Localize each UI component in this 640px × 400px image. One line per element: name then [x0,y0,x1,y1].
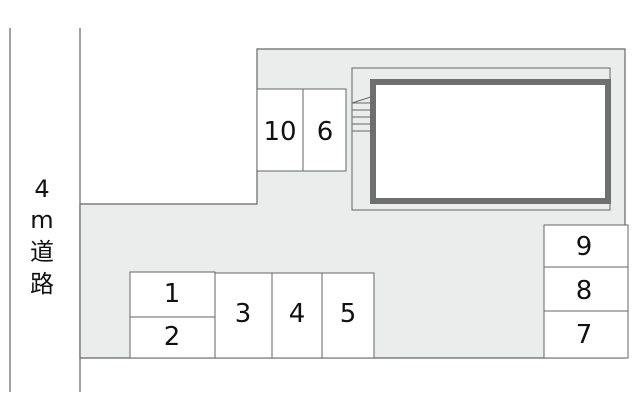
space-label-4: 4 [289,299,306,329]
road-label-2: m [30,206,53,234]
parking-space-7 [543,310,629,359]
space-label-7: 7 [576,320,593,350]
road-label-3: 道 [30,238,54,266]
stairs [351,95,375,132]
building [370,79,611,204]
space-label-5: 5 [340,299,357,329]
parking-space-2 [129,316,216,359]
road-label-4: 路 [30,270,54,298]
space-label-8: 8 [576,276,593,306]
space-label-1: 1 [164,279,181,309]
road-label-1: 4 [34,175,49,203]
space-label-2: 2 [164,322,181,352]
space-label-3: 3 [235,299,252,329]
parking-space-9 [543,224,629,268]
parking-space-6 [302,88,347,172]
parking-space-4 [271,272,323,359]
space-label-6: 6 [317,117,334,147]
parking-space-3 [214,272,273,359]
parking-space-10 [256,88,304,172]
space-label-10: 10 [263,117,296,147]
space-label-9: 9 [576,232,593,262]
parking-space-5 [321,272,375,359]
